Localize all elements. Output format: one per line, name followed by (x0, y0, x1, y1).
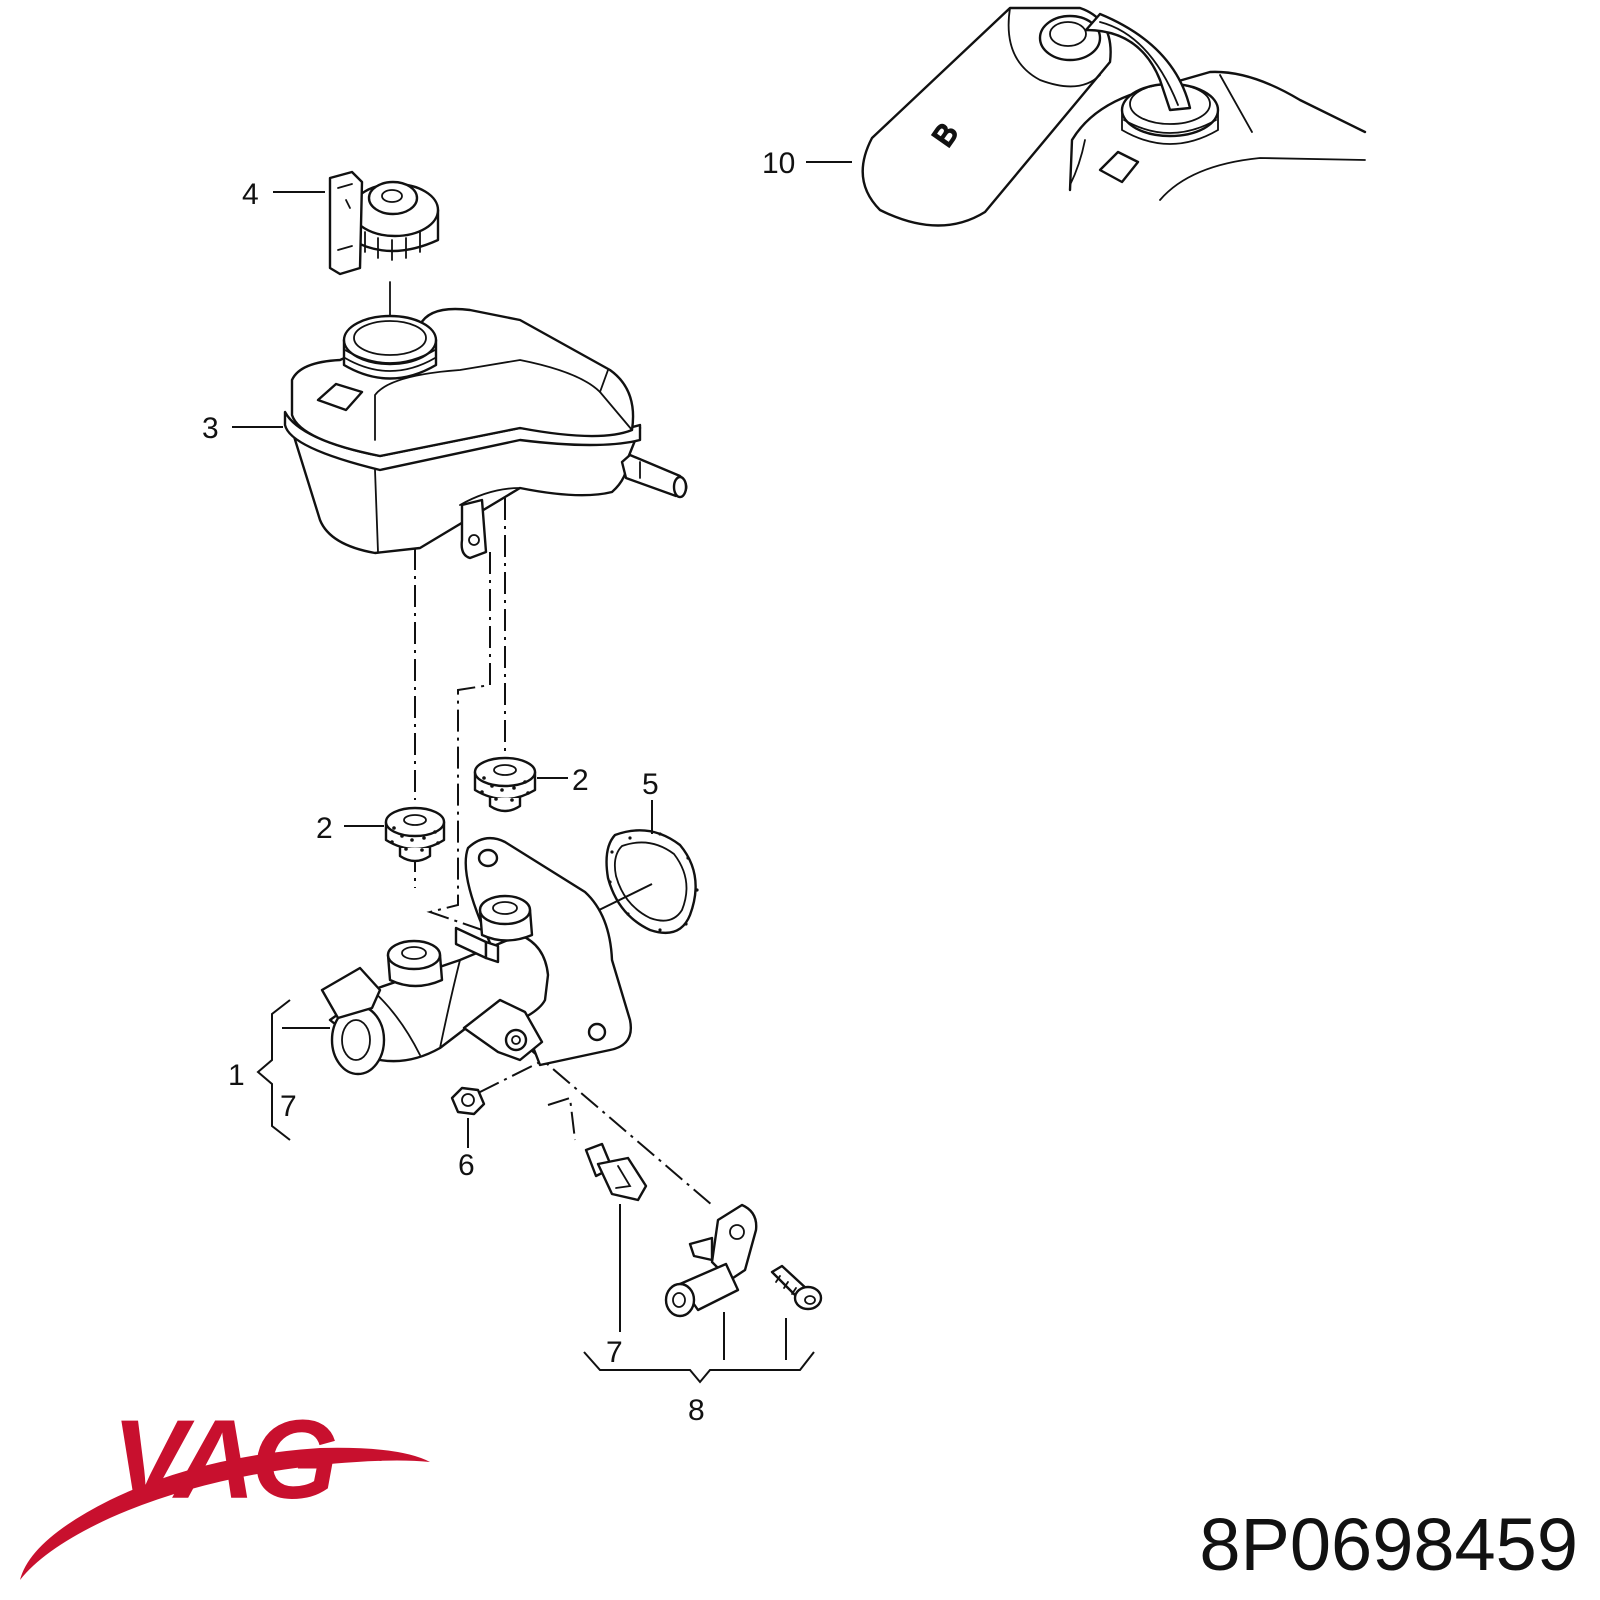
part-7-switch (584, 1142, 648, 1202)
part-1-master-cylinder (320, 836, 632, 1076)
callout-7-bracket: 7 (280, 1090, 297, 1123)
part-10-fluid-bottle: B (861, 6, 1367, 227)
vag-logo: VAG (20, 1397, 430, 1580)
callout-1: 1 (228, 1059, 245, 1092)
part-6-nut (450, 1086, 486, 1116)
callout-3: 3 (202, 412, 219, 445)
callout-2-lower: 2 (316, 812, 333, 845)
part-4-reservoir-cap (328, 170, 440, 276)
logo-text: VAG (112, 1397, 335, 1522)
callout-2-upper: 2 (572, 764, 589, 797)
part-8-bolt (770, 1264, 823, 1311)
callout-8: 8 (688, 1394, 705, 1427)
callout-4: 4 (242, 178, 259, 211)
part-2-grommet-upper (473, 756, 537, 813)
callout-6: 6 (458, 1149, 475, 1182)
part-8-sensor (664, 1203, 758, 1318)
part-number: 8P0698459 (1199, 1503, 1578, 1586)
part-5-seal-ring (605, 829, 699, 935)
part-3-fluid-reservoir (283, 307, 688, 560)
part-2-grommet-lower (384, 806, 446, 863)
callout-5: 5 (642, 768, 659, 801)
callout-7-switch: 7 (606, 1336, 623, 1369)
assembly-lines (414, 498, 713, 1206)
callout-10: 10 (762, 147, 795, 180)
